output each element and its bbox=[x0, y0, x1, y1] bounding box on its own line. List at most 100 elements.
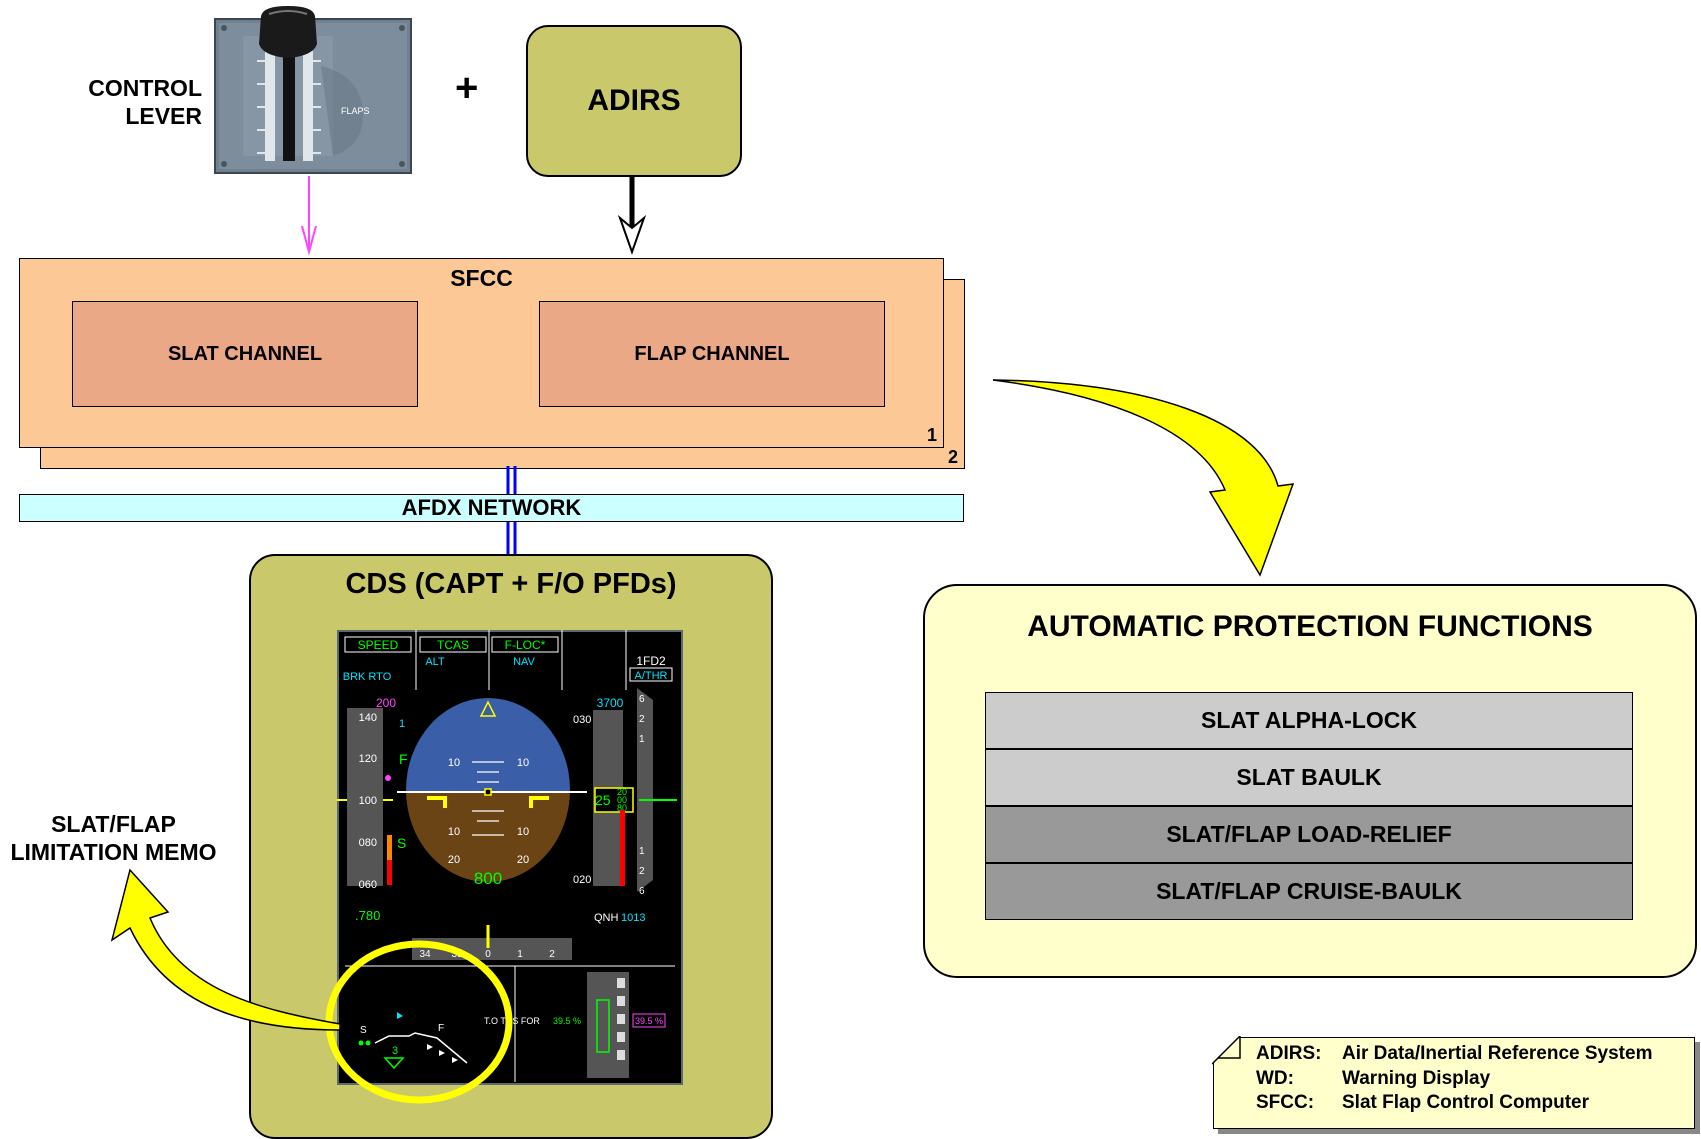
pitch-10-down-right: 10 bbox=[517, 826, 529, 838]
pitch-10-down-left: 10 bbox=[448, 826, 460, 838]
speed-tick-080: 080 bbox=[359, 837, 377, 849]
afdx-label: AFDX NETWORK bbox=[401, 495, 582, 520]
abbreviation-legend: ADIRS: Air Data/Inertial Reference System… bbox=[1212, 1036, 1695, 1129]
memo-label-line2: LIMITATION MEMO bbox=[10, 839, 217, 865]
pitch-10-up-right: 10 bbox=[517, 757, 529, 769]
fma-brk-rto: BRK RTO bbox=[343, 671, 392, 683]
pfd-display: SPEED TCAS F-LOC* 1FD2 BRK RTO ALT NAV A… bbox=[337, 630, 683, 1085]
apf-box: AUTOMATIC PROTECTION FUNCTIONS SLAT ALPH… bbox=[923, 584, 1697, 978]
radio-altitude: 800 bbox=[474, 869, 502, 888]
legend-abbr: WD: bbox=[1256, 1068, 1294, 1089]
sfcc-unit-1: SFCC SLAT CHANNEL FLAP CHANNEL 1 bbox=[19, 258, 944, 448]
memo-callout bbox=[110, 868, 513, 1104]
hdg-2: 2 bbox=[549, 949, 555, 960]
apf-title: AUTOMATIC PROTECTION FUNCTIONS bbox=[1027, 610, 1593, 643]
legend-abbr: ADIRS: bbox=[1256, 1043, 1322, 1064]
flap-channel-label: FLAP CHANNEL bbox=[634, 342, 790, 365]
flaps-highlight-ellipse bbox=[325, 940, 513, 1104]
sfcc-to-apf-arrow bbox=[992, 379, 1295, 577]
speed-marker-1: 1 bbox=[399, 718, 405, 730]
control-lever-panel: FLAPS bbox=[214, 6, 412, 174]
speed-target: 200 bbox=[376, 696, 396, 710]
alt-tick-020: 020 bbox=[573, 874, 591, 886]
flaps-panel-text: FLAPS bbox=[341, 106, 370, 116]
speed-tick-060: 060 bbox=[359, 879, 377, 891]
control-lever-label-line1: CONTROL bbox=[88, 75, 202, 101]
apf-row-label: SLAT/FLAP LOAD-RELIEF bbox=[1166, 821, 1452, 847]
vs-tick-6-up: 6 bbox=[639, 694, 645, 705]
vs-tick-1-down: 1 bbox=[639, 846, 645, 857]
fma-fd: 1FD2 bbox=[636, 654, 666, 668]
fma-tcas: TCAS bbox=[437, 638, 469, 652]
vs-tick-6-down: 6 bbox=[639, 886, 645, 897]
slat-channel-box: SLAT CHANNEL bbox=[72, 301, 418, 407]
hdg-1: 1 bbox=[517, 949, 523, 960]
slat-channel-label: SLAT CHANNEL bbox=[167, 342, 323, 365]
fma-floc: F-LOC* bbox=[505, 638, 546, 652]
sfcc-unit-2-label: 2 bbox=[947, 447, 958, 467]
sfcc-title: SFCC bbox=[450, 265, 513, 291]
control-lever-label-line2: LEVER bbox=[125, 103, 202, 129]
qnh-value: 1013 bbox=[621, 912, 645, 924]
plus-sign: + bbox=[455, 66, 479, 110]
memo-arrow bbox=[110, 868, 341, 1031]
lever-arrow-head bbox=[301, 225, 317, 256]
memo-label-line1: SLAT/FLAP bbox=[51, 811, 176, 837]
speed-tick-100: 100 bbox=[359, 795, 377, 807]
flap-channel-box: FLAP CHANNEL bbox=[539, 301, 885, 407]
legend-desc: Air Data/Inertial Reference System bbox=[1342, 1043, 1653, 1064]
alt-box-00: 00 bbox=[617, 795, 627, 805]
memo-label: SLAT/FLAP LIMITATION MEMO bbox=[6, 810, 221, 866]
vs-tick-2-up: 2 bbox=[639, 714, 645, 725]
flaps-f-label: F bbox=[438, 1023, 444, 1034]
apf-row-label: SLAT ALPHA-LOCK bbox=[1201, 707, 1417, 733]
flaps-position: 3 bbox=[392, 1045, 398, 1057]
note-fold-corner bbox=[1212, 1036, 1241, 1065]
alt-box-20: 20 bbox=[617, 787, 627, 797]
legend-row: WD: Warning Display bbox=[1256, 1068, 1490, 1090]
flaps-s-label: S bbox=[360, 1025, 367, 1036]
apf-row-slat-baulk: SLAT BAULK bbox=[985, 749, 1633, 806]
pitch-20-down-left: 20 bbox=[448, 854, 460, 866]
thrust-box: 39.5 % bbox=[635, 1016, 663, 1026]
speed-marker-s: S bbox=[397, 835, 406, 851]
fma-nav: NAV bbox=[513, 656, 535, 668]
alt-tick-030: 030 bbox=[573, 714, 591, 726]
hdg-0: 0 bbox=[485, 949, 491, 960]
pitch-10-up-left: 10 bbox=[448, 757, 460, 769]
fma-athr: A/THR bbox=[635, 670, 668, 682]
adirs-box: ADIRS bbox=[526, 25, 742, 177]
pitch-20-down-right: 20 bbox=[517, 854, 529, 866]
legend-desc: Slat Flap Control Computer bbox=[1342, 1092, 1589, 1113]
adirs-label: ADIRS bbox=[587, 84, 681, 117]
control-lever-label: CONTROL LEVER bbox=[60, 74, 202, 130]
input-arrows bbox=[301, 175, 647, 256]
qnh-label: QNH bbox=[594, 912, 619, 924]
legend-desc: Warning Display bbox=[1342, 1068, 1491, 1089]
thrust-value: 39.5 % bbox=[553, 1016, 581, 1026]
hdg-34: 34 bbox=[419, 949, 431, 960]
apf-row-cruise-baulk: SLAT/FLAP CRUISE-BAULK bbox=[985, 863, 1633, 920]
afdx-network-bar: AFDX NETWORK bbox=[19, 494, 964, 522]
legend-abbr: SFCC: bbox=[1256, 1092, 1315, 1113]
apf-row-label: SLAT/FLAP CRUISE-BAULK bbox=[1156, 878, 1462, 904]
mach-readout: .780 bbox=[355, 908, 380, 923]
vs-tick-1-up: 1 bbox=[639, 734, 645, 745]
adirs-arrow-head bbox=[617, 214, 647, 256]
apf-row-label: SLAT BAULK bbox=[1236, 764, 1382, 790]
vs-tick-2-down: 2 bbox=[639, 866, 645, 877]
fma-alt: ALT bbox=[425, 656, 445, 668]
cds-title: CDS (CAPT + F/O PFDs) bbox=[345, 568, 677, 600]
alt-box-80: 80 bbox=[617, 803, 627, 813]
speed-marker-f: F bbox=[399, 751, 408, 767]
speed-tick-140: 140 bbox=[359, 712, 377, 724]
sfcc-unit-1-label: 1 bbox=[926, 425, 937, 445]
speed-tick-120: 120 bbox=[359, 753, 377, 765]
alt-target: 3700 bbox=[597, 696, 624, 710]
legend-row: SFCC: Slat Flap Control Computer bbox=[1256, 1092, 1589, 1114]
apf-row-alpha-lock: SLAT ALPHA-LOCK bbox=[985, 692, 1633, 749]
apf-row-load-relief: SLAT/FLAP LOAD-RELIEF bbox=[985, 806, 1633, 863]
alt-current: 25 bbox=[595, 792, 611, 808]
legend-row: ADIRS: Air Data/Inertial Reference System bbox=[1256, 1043, 1652, 1065]
fma-speed: SPEED bbox=[358, 638, 399, 652]
